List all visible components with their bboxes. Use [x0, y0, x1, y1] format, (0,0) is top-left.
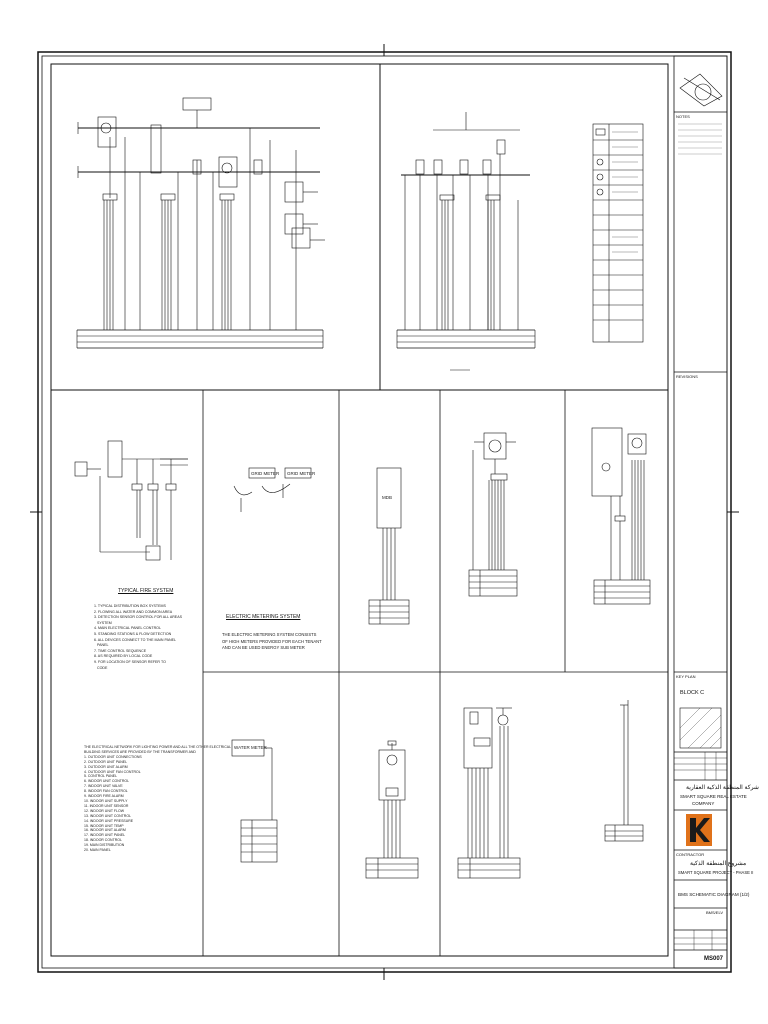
north-arrow-sketch: [679, 73, 723, 107]
notes-heading: NOTES: [676, 114, 690, 119]
discipline-label: BMS/ELV: [706, 910, 724, 915]
grid-meter-label-2: GRID METER: [287, 471, 316, 476]
fire-system-diagram: [74, 440, 188, 561]
mdb-label: MDB: [382, 495, 392, 500]
main-panel-riser: [468, 432, 518, 597]
project-name-english: SMART SQUARE PROJECT - PHASE II: [678, 870, 754, 875]
metering-diagram: [233, 467, 312, 512]
revisions-heading: REVISIONS: [676, 374, 698, 379]
water-meter-diagram: [231, 739, 278, 863]
key-plan-heading: KEY PLAN: [676, 674, 696, 679]
electrical-notes: THE ELECTRICAL NETWORK FOR LIGHTING POWE…: [84, 745, 232, 853]
typical-riser-diagram: [365, 740, 419, 879]
metering-description: THE ELECTRIC METERING SYSTEM CONSISTS OF…: [222, 632, 322, 651]
caption-metering-system: ELECTRIC METERING SYSTEM: [226, 614, 301, 620]
outdoor-panel-riser: [591, 427, 651, 605]
company-name-english-1: SMART SQUARE REAL ESTATE: [680, 794, 747, 799]
water-meter-label: WATER METER: [234, 745, 267, 750]
block-label: BLOCK C: [680, 690, 705, 696]
title-block-frame: [673, 55, 728, 969]
company-logo: [686, 814, 712, 846]
legend-table: [592, 123, 644, 343]
grid-meter-label-1: GRID METER: [251, 471, 280, 476]
caption-typical-fire-system: TYPICAL FIRE SYSTEM: [118, 588, 174, 594]
wall-mount-diagram: [368, 467, 410, 625]
contractor-label: CONTRACTOR: [676, 852, 705, 857]
drawing-title: BMS SCHEMATIC DIAGRAM (1/2): [678, 892, 750, 897]
drawing-number: MS007: [704, 956, 724, 962]
riser-diagram-right: [396, 112, 536, 371]
meter-board-diagram: [457, 707, 521, 879]
project-name-arabic: مشروع المنطقة الذكية: [690, 861, 747, 867]
tower-diagram: [604, 700, 644, 842]
company-name-english-2: COMPANY: [692, 801, 715, 806]
fire-system-notes: 1. TYPICAL DISTRIBUTION BOX SYSTEMS 2. F…: [94, 604, 182, 670]
company-name-arabic: شركة المنطقة الذكية العقارية: [686, 785, 759, 791]
riser-diagram-left: [76, 97, 325, 349]
